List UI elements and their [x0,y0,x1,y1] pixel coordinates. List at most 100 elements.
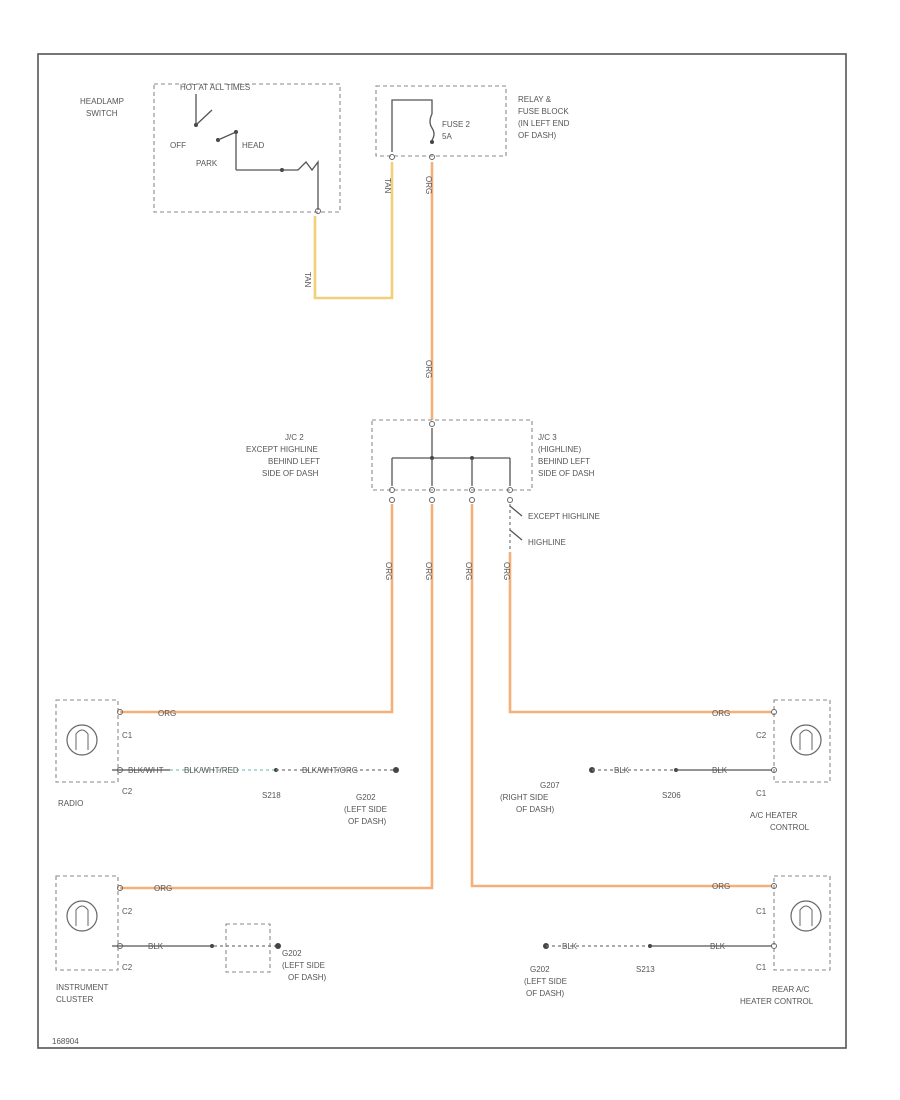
headlamp-switch-label-2: SWITCH [86,109,118,118]
jc2-label-2: EXCEPT HIGHLINE [246,445,318,454]
radio-blk-wht-label: BLK/WHT [128,766,164,775]
relay-fuse-label-1: RELAY & [518,95,552,104]
headlamp-switch-contacts [194,94,321,214]
fuse-label-2: 5A [442,132,452,141]
cluster-c2-label-top: C2 [122,907,133,916]
cluster-bulb-icon [66,900,98,932]
figure-id: 168904 [52,1037,79,1046]
ac-heater-label-1: A/C HEATER [750,811,798,820]
instrument-cluster-box [55,875,119,971]
ac-heater-blk-label-2: BLK [712,766,728,775]
radio-box [55,699,119,783]
s218-label: S218 [262,791,281,800]
g207-label-1: G207 [540,781,560,790]
radio-bulb-icon [66,724,98,756]
radio-ground-wire [112,767,399,773]
rear-ac-c1-pin-top [771,883,777,889]
cluster-label-2: CLUSTER [56,995,94,1004]
radio-blk-wht-red-label: BLK/WHT/RED [184,766,239,775]
rear-ac-c1-label-top: C1 [756,907,767,916]
relay-fuse-block-box [375,85,507,157]
jc2-label-4: SIDE OF DASH [262,469,319,478]
s213-label: S213 [636,965,655,974]
cluster-org-label: ORG [424,562,433,580]
radio-org-label: ORG [384,562,393,580]
ac-heater-org-label: ORG [712,709,730,718]
org-wire-label-mid: ORG [424,360,433,378]
junction-bus [389,421,523,550]
hot-at-all-times-label: HOT AT ALL TIMES [180,83,250,92]
fuse-2-symbol [389,99,435,160]
radio-feed-wire [120,504,394,714]
jc3-label-3: BEHIND LEFT [538,457,590,466]
radio-c1-pin [117,709,123,715]
rear-ac-org-label: ORG [712,882,730,891]
tan-wire [313,162,394,300]
cluster-org-wire-label: ORG [154,884,172,893]
ac-heater-bulb-icon [790,724,822,756]
cluster-ground-wire [112,923,281,973]
g207-label-3: OF DASH) [516,805,555,814]
cluster-c2-pin-top [117,885,123,891]
rear-ac-bulb-icon [790,900,822,932]
jc3-label-4: SIDE OF DASH [538,469,595,478]
rear-ac-blk-label-2: BLK [710,942,726,951]
ac-heater-blk-label-1: BLK [614,766,630,775]
radio-org-wire-label: ORG [158,709,176,718]
g202-radio-label-1: G202 [356,793,376,802]
jc2-label-1: J/C 2 [285,433,304,442]
jc2-label-3: BEHIND LEFT [268,457,320,466]
fuse-label-1: FUSE 2 [442,120,471,129]
g202-cluster-label-3: OF DASH) [288,973,327,982]
g202-radio-label-2: (LEFT SIDE [344,805,387,814]
ac-org-label: ORG [502,562,511,580]
g202-rear-label-2: (LEFT SIDE [524,977,567,986]
ac-heater-ground-wire [589,767,772,773]
highline-label: HIGHLINE [528,538,566,547]
relay-fuse-label-4: OF DASH) [518,131,557,140]
ac-heater-feed-wire [508,552,772,714]
g207-label-2: (RIGHT SIDE [500,793,548,802]
switch-head-label: HEAD [242,141,264,150]
ac-heater-control-box [773,699,831,783]
s206-label: S206 [662,791,681,800]
tan-wire-label-2: TAN [383,178,392,194]
diagram-frame [37,53,847,1049]
radio-blk-wht-org-label: BLK/WHT/ORG [302,766,358,775]
rear-ac-ground-wire [543,943,772,949]
rear-ac-label-2: HEATER CONTROL [740,997,814,1006]
ac-heater-label-2: CONTROL [770,823,810,832]
org-wire-label-top: ORG [424,176,433,194]
radio-c2-label: C2 [122,787,133,796]
ac-heater-c1-label: C1 [756,789,767,798]
g202-cluster-label-1: G202 [282,949,302,958]
g202-rear-label-3: OF DASH) [526,989,565,998]
g202-rear-label-1: G202 [530,965,550,974]
rear-ac-feed-wire [470,504,772,888]
rear-org-label: ORG [464,562,473,580]
cluster-blk-label: BLK [148,942,164,951]
radio-c1-label: C1 [122,731,133,740]
cluster-label-1: INSTRUMENT [56,983,109,992]
g202-cluster-label-2: (LEFT SIDE [282,961,325,970]
g202-radio-label-3: OF DASH) [348,817,387,826]
except-highline-label: EXCEPT HIGHLINE [528,512,600,521]
ac-heater-c2-pin [771,709,777,715]
relay-fuse-label-2: FUSE BLOCK [518,107,569,116]
jc3-label-1: J/C 3 [538,433,557,442]
headlamp-switch-box [153,83,341,213]
ac-heater-c2-label: C2 [756,731,767,740]
switch-park-label: PARK [196,159,218,168]
junction-connector-box [371,419,533,491]
jc3-label-2: (HIGHLINE) [538,445,581,454]
tan-wire-label-1: TAN [303,272,312,288]
radio-label: RADIO [58,799,83,808]
headlamp-switch-label-1: HEADLAMP [80,97,124,106]
rear-ac-label-1: REAR A/C [772,985,810,994]
cluster-feed-wire [120,504,434,890]
rear-ac-blk-label-1: BLK [562,942,578,951]
cluster-c2-label-bottom: C2 [122,963,133,972]
rear-ac-c1-label-bottom: C1 [756,963,767,972]
switch-off-label: OFF [170,141,186,150]
